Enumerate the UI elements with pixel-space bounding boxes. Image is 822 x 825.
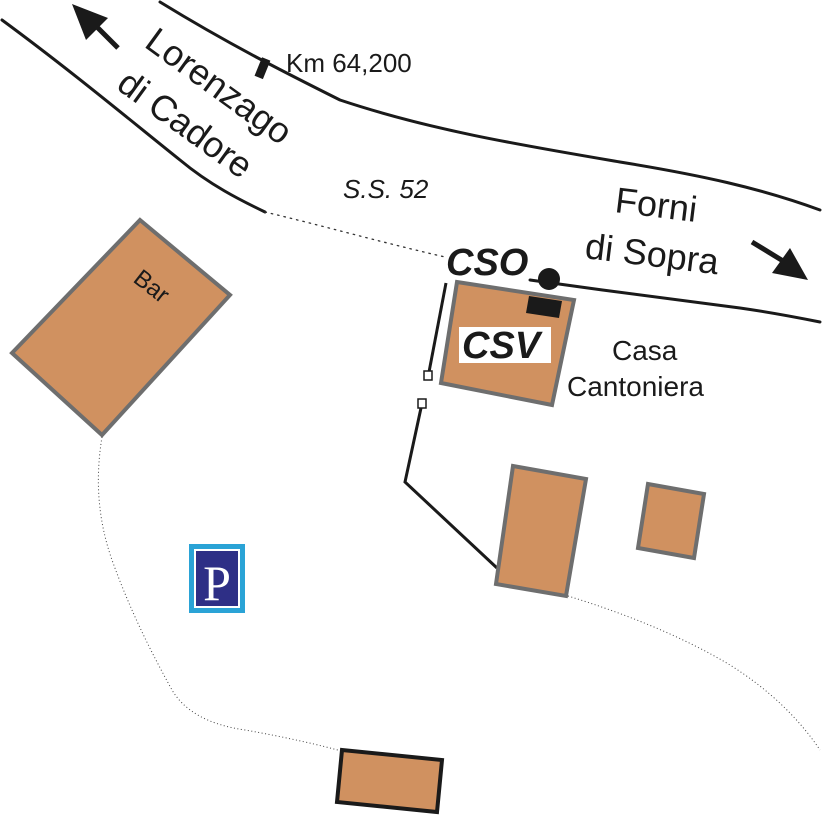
road-dotted-edge bbox=[264, 211, 446, 258]
csv-label: CSV bbox=[462, 325, 543, 367]
arrow-up-left-icon bbox=[72, 4, 120, 50]
cso-label: CSO bbox=[446, 242, 528, 284]
casa-cantoniera-line2: Cantoniera bbox=[567, 371, 704, 402]
road-lower-edge bbox=[0, 18, 267, 214]
gate-post-lower bbox=[417, 398, 427, 409]
parking-letter: P bbox=[203, 555, 231, 611]
driveway-line-lower bbox=[403, 407, 499, 570]
bar-building bbox=[9, 217, 233, 438]
gate-post-upper bbox=[423, 370, 433, 381]
road-lower-edge-east bbox=[528, 278, 822, 324]
destination-forni-line2: di Sopra bbox=[583, 225, 722, 282]
casa-cantoniera-line1: Casa bbox=[612, 335, 678, 366]
km-marker-post bbox=[254, 57, 271, 80]
building-annex-block bbox=[526, 296, 562, 318]
driveway-line bbox=[427, 282, 448, 373]
road-name-label: S.S. 52 bbox=[343, 174, 429, 204]
footpath-east bbox=[567, 595, 821, 751]
arrow-down-right-icon bbox=[750, 239, 808, 280]
building-south bbox=[334, 747, 445, 815]
building-east bbox=[635, 481, 707, 561]
station-point-icon bbox=[538, 268, 560, 290]
destination-forni-line1: Forni bbox=[613, 179, 699, 230]
building-middle bbox=[493, 463, 589, 599]
csv-label-bg bbox=[459, 327, 551, 363]
parking-icon: P bbox=[189, 544, 245, 613]
km-marker-label: Km 64,200 bbox=[286, 48, 412, 78]
